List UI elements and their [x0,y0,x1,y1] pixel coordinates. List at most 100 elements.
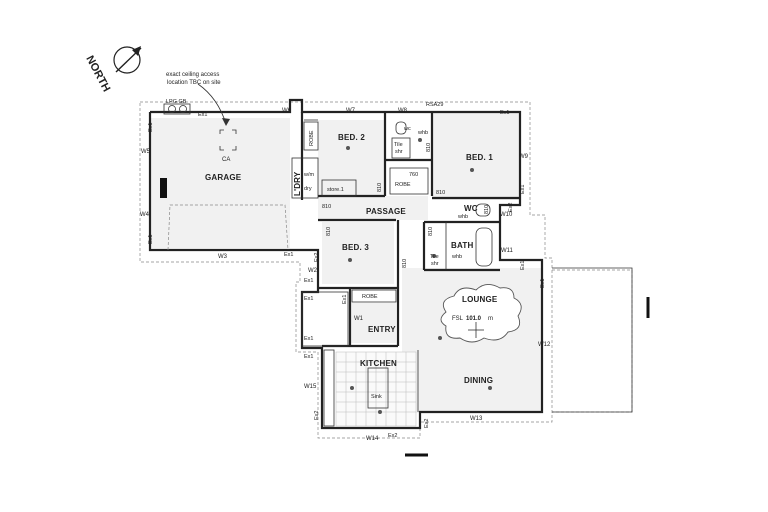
rsa-label: RSA29 [426,102,443,108]
door-810-d: 810 [322,204,331,210]
exit-ex1-lounge-ne: Ex1 [540,279,546,288]
robe-bed1-label: ROBE [395,182,411,188]
kitchen-tiles [335,351,417,427]
door-810-h: 810 [484,205,490,214]
deck-edge [552,267,633,413]
door-810-c: 810 [426,143,432,152]
sink-label: Sink [371,394,382,400]
exit-ex1-porch-mid: Ex1 [304,336,313,342]
room-passage: PASSAGE [366,207,406,216]
ceiling-access-mark [219,129,237,151]
exit-ex2-kitchen-s: Ex2 [388,433,397,439]
north-compass-icon [113,46,141,74]
garage-floor [150,118,290,248]
bath-tub [475,227,493,267]
room-entry: ENTRY [368,325,396,334]
exit-ex2-bed1: Ex2 [508,203,514,212]
robe-bed3-label: ROBE [362,294,378,300]
washing-machine-label: w/m [303,172,315,178]
room-dining: DINING [464,376,493,385]
tile-shower-2a: Tile [430,254,439,260]
lpg-bottles [163,103,191,115]
room-laundry: L'DRY [293,171,302,196]
kitchen-bench [323,349,335,427]
room-bed2: BED. 2 [338,133,365,142]
garage-door-swing [167,204,289,251]
north-compass-tip [132,46,141,56]
ceiling-note-line2: location TBC on site [167,80,221,86]
exit-ex1-bed3-west: Ex1 [304,278,313,284]
lpg-bottle-a [168,105,176,113]
exit-ex1-kitchen-nw: Ex1 [304,354,313,360]
door-810-a: 810 [377,183,383,192]
room-bath: BATH [451,241,473,250]
door-810-b: 810 [436,190,445,196]
deck-outline [552,269,633,413]
tile-shower-1b: shr [395,149,403,155]
passage-floor [318,196,428,220]
room-garage: GARAGE [205,173,242,182]
exit-ex1-robe: Ex1 [342,295,348,304]
exit-ex1-top-right: Ex1 [500,110,509,116]
laundry-box [291,157,319,199]
exit-ex1-garage-s: Ex1 [284,252,293,258]
exit-ex2-kitchen-w: Ex2 [314,411,320,420]
lpg-label: LPG GB [166,99,187,105]
store-label: store.1 [327,187,344,193]
exit-ex1-bed1-east: Ex1 [520,185,526,194]
exit-ex1-garage-west: Ex1 [148,123,154,132]
window-w1: W1 [354,316,364,322]
window-w10: W10 [500,212,513,218]
window-w14: W14 [366,436,379,442]
ceiling-note-arrowhead [222,118,230,126]
ensuite-wc [395,121,407,135]
window-w13: W13 [470,416,483,422]
exit-ex2-bed3: Ex2 [314,253,320,262]
tile-shower-1a: Tile [394,142,403,148]
bed3-floor [322,222,394,284]
wc-whb-label: whb [457,214,468,220]
exit-ex1-garage-sw: Ex1 [148,235,154,244]
fsl-prefix: FSL [452,316,464,322]
exit-ex1-porch-top: Ex1 [304,296,313,302]
exit-ex2-dining: Ex2 [424,419,430,428]
window-w4: W4 [140,212,150,218]
room-lounge: LOUNGE [462,295,498,304]
wc-pan [475,203,491,217]
window-w12: W12 [538,342,551,348]
fsl-value: 101.0 [466,316,482,322]
exit-ex1-garage-top: Ex1 [198,112,207,118]
room-bed3: BED. 3 [342,243,369,252]
robe-bed2-label: ROBE [309,130,315,146]
robe-bed2-box [303,121,319,151]
door-810-f: 810 [402,259,408,268]
door-810-e: 810 [326,227,332,236]
ensuite-shower [391,137,411,159]
room-dots [346,138,492,414]
ensuite-whb-label: whb [417,130,428,136]
window-w9: W9 [519,154,529,160]
door-760: 760 [409,172,418,178]
fsl-unit: m [488,316,493,322]
kitchen-island [367,367,389,409]
door-810-g: 810 [428,227,434,236]
ca-label: CA [222,157,230,163]
room-bed1: BED. 1 [466,153,493,162]
eave-outline [139,101,553,439]
exit-ex1-bath-east: Ex1 [520,261,526,270]
bath-whb-label: whb [451,254,462,260]
tile-shower-2b: shr [431,261,439,267]
store-box [321,179,357,197]
lpg-bottle-b [179,105,187,113]
window-w2: W2 [308,268,318,274]
front-porch [301,291,349,347]
room-wc: WC [464,204,478,213]
bed2-floor [318,120,384,196]
window-w8: W8 [398,108,408,114]
entry-floor [350,303,396,343]
ensuite-wc-label: wc [403,126,411,132]
dryer-label: dry [304,186,312,192]
north-label: NORTH [83,54,112,94]
window-w5: W5 [141,149,151,155]
